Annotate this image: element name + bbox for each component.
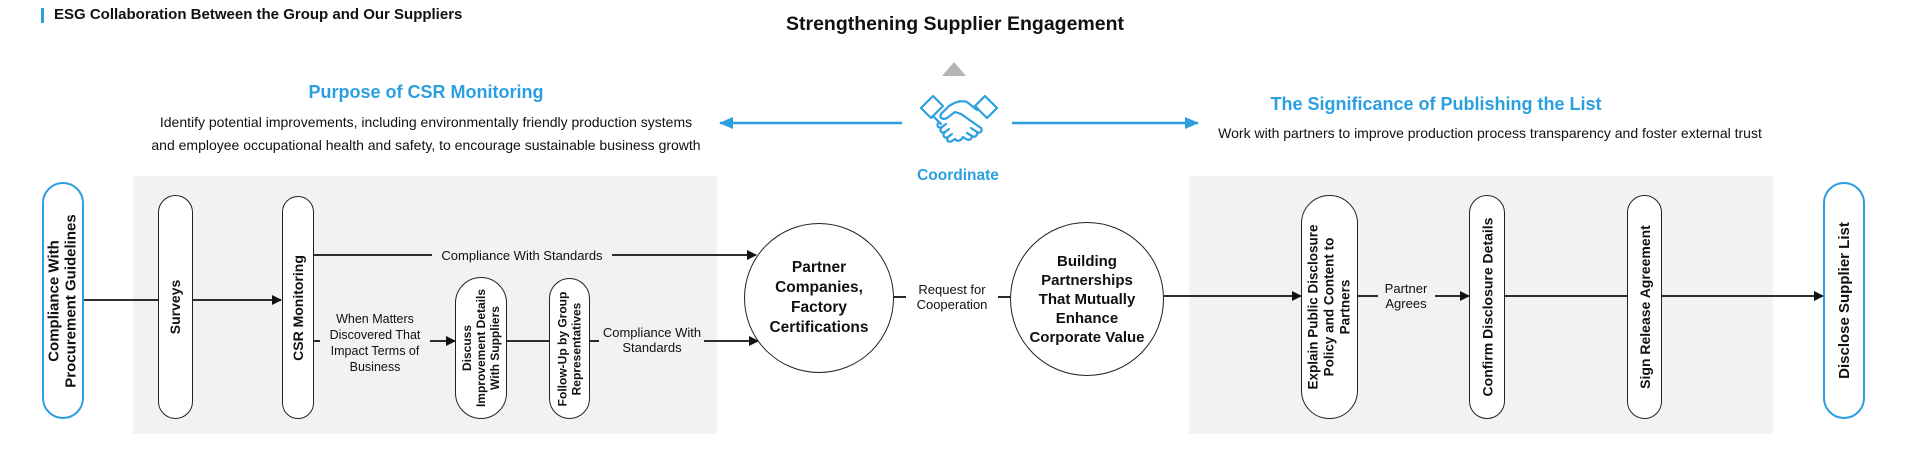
- label-line: Compliance With: [602, 325, 702, 340]
- step-label: Procurement Guidelines: [63, 213, 81, 388]
- circle-label: Certifications: [769, 319, 869, 336]
- coordinate-label: Coordinate: [917, 167, 999, 184]
- main-title: Strengthening Supplier Engagement: [785, 13, 1125, 35]
- circle-label: Enhance: [1055, 309, 1119, 327]
- step-label: Policy and Content to: [1321, 237, 1337, 377]
- label-line: Cooperation: [916, 297, 988, 312]
- step-discuss-improvement: Discuss Improvement Details With Supplie…: [455, 277, 507, 419]
- label-line: Agrees: [1385, 296, 1427, 311]
- left-description-line: and employee occupational health and saf…: [151, 137, 701, 153]
- label-compliance-with-standards-bottom: Compliance With Standards: [598, 325, 706, 355]
- step-label: Partners: [1337, 279, 1353, 335]
- step-csr-monitoring: CSR Monitoring: [282, 196, 314, 419]
- step-label: Discuss: [460, 324, 475, 372]
- step-label: Sign Release Agreement: [1636, 225, 1653, 389]
- label-line: Partner: [1384, 281, 1428, 296]
- label-line: Standards: [622, 340, 682, 355]
- step-surveys: Surveys: [158, 195, 193, 419]
- step-sign-release-agreement: Sign Release Agreement: [1627, 195, 1662, 419]
- right-panel-heading: The Significance of Publishing the List: [1270, 94, 1602, 114]
- handshake-icon: [919, 94, 999, 143]
- step-label: Confirm Disclosure Details: [1479, 217, 1495, 397]
- label-when-matters-discovered: When Matters Discovered That Impact Term…: [318, 311, 432, 375]
- circle-label: Partnerships: [1041, 271, 1133, 289]
- step-confirm-disclosure: Confirm Disclosure Details: [1469, 195, 1505, 419]
- circle-label: Companies,: [775, 279, 863, 296]
- step-compliance-procurement: Compliance With Procurement Guidelines: [42, 182, 84, 419]
- circle-label: That Mutually: [1038, 290, 1136, 308]
- section-title-accent: [41, 8, 44, 23]
- circle-label: Building: [1056, 252, 1117, 270]
- left-panel-description: Identify potential improvements, includi…: [126, 111, 726, 157]
- circle-label: Factory: [791, 299, 847, 316]
- csr-monitoring-panel: [133, 176, 717, 434]
- building-partnerships-circle: Building Partnerships That Mutually Enha…: [1010, 222, 1164, 376]
- step-label: Follow-Up by Group: [555, 291, 570, 406]
- label-line: Discovered That: [329, 328, 421, 342]
- step-disclose-supplier-list: Disclose Supplier List: [1823, 182, 1865, 419]
- step-label: CSR Monitoring: [290, 254, 307, 361]
- circle-label: Partner: [791, 259, 847, 276]
- step-label: Disclose Supplier List: [1835, 222, 1853, 379]
- label-request-for-cooperation: Request for Cooperation: [900, 282, 1004, 312]
- step-label: With Suppliers: [488, 306, 503, 390]
- label-partner-agrees: Partner Agrees: [1376, 281, 1436, 311]
- left-description-line: Identify potential improvements, includi…: [159, 114, 693, 130]
- right-panel-description: Work with partners to improve production…: [1218, 125, 1762, 141]
- step-explain-disclosure-policy: Explain Public Disclosure Policy and Con…: [1301, 195, 1358, 419]
- step-label: Representatives: [569, 302, 584, 395]
- label-line: Business: [349, 360, 401, 374]
- label-line: Request for: [918, 282, 986, 297]
- section-title: ESG Collaboration Between the Group and …: [54, 6, 463, 23]
- step-label: Explain Public Disclosure: [1305, 224, 1321, 390]
- step-follow-up: Follow-Up by Group Representatives: [549, 278, 590, 419]
- up-triangle-icon: [942, 62, 966, 76]
- label-line: When Matters: [336, 312, 414, 326]
- label-line: Impact Terms of: [330, 344, 420, 358]
- label-compliance-with-standards-top: Compliance With Standards: [441, 248, 603, 263]
- circle-label: Corporate Value: [1029, 328, 1145, 346]
- partner-companies-circle: Partner Companies, Factory Certification…: [744, 223, 894, 373]
- left-panel-heading: Purpose of CSR Monitoring: [308, 82, 544, 102]
- step-label: Compliance With: [46, 239, 64, 362]
- step-label: Improvement Details: [474, 288, 489, 408]
- step-label: Surveys: [167, 279, 184, 335]
